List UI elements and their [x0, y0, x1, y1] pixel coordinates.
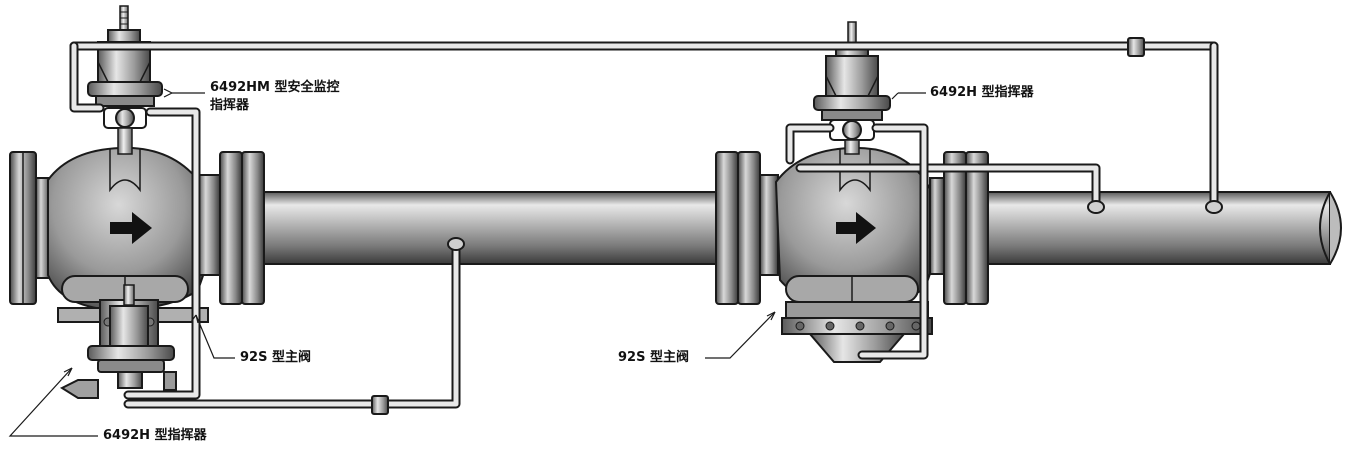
- label-monitor-pilot: 6492HM 型安全监控 指挥器: [210, 79, 340, 115]
- control-tubing: [69, 41, 1219, 409]
- label-main-valve-left: 92S 型主阀: [240, 350, 311, 365]
- label-main-valve-right: 92S 型主阀: [618, 350, 689, 365]
- main-valve-left: [9, 146, 265, 351]
- pilot-top-left-monitor: [87, 5, 163, 155]
- main-pipeline: [261, 191, 1342, 265]
- tube-fittings: [371, 37, 1223, 415]
- flow-arrow-icon: [836, 212, 876, 244]
- label-pilot-bottom-left: 6492H 型指挥器: [103, 428, 207, 443]
- main-valve-right: [715, 146, 989, 363]
- label-pilot-right: 6492H 型指挥器: [930, 85, 1034, 100]
- label-monitor-pilot-line2: 指挥器: [210, 98, 250, 113]
- pilot-bottom-left: [59, 284, 177, 399]
- label-monitor-pilot-line1: 6492HM 型安全监控: [210, 80, 340, 95]
- leader-lines: [8, 88, 926, 437]
- flow-arrow-icon: [110, 212, 152, 244]
